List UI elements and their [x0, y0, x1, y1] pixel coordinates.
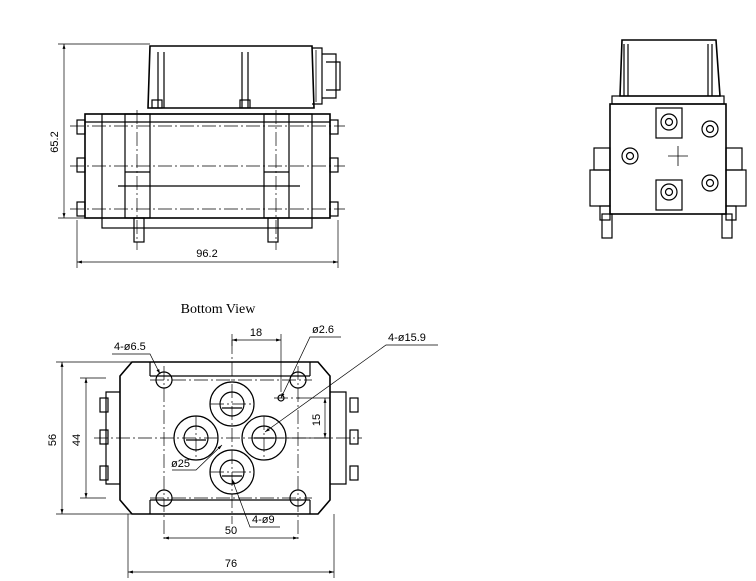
dim-76-label: 76: [225, 558, 237, 570]
dim-holes-9-label: 4-ø9: [252, 514, 275, 526]
dim-holes-65-label: 4-ø6.5: [114, 341, 146, 353]
front-width-label: 96.2: [196, 248, 217, 260]
dim-holes-159-label: 4-ø15.9: [388, 332, 426, 344]
front-height-label: 65.2: [49, 131, 61, 152]
dim-18-label: 18: [250, 327, 262, 339]
dim-56-label: 56: [47, 434, 59, 446]
side-view: [589, 39, 747, 239]
front-view: 65.2 96.2: [49, 43, 345, 268]
dim-phi25-label: ø25: [171, 458, 190, 470]
dim-44-label: 44: [71, 434, 83, 446]
dim-15-label: 15: [311, 414, 323, 426]
dim-phi26-label: ø2.6: [312, 324, 334, 336]
bottom-view: Bottom View: [47, 302, 438, 578]
dim-50-label: 50: [225, 525, 237, 537]
bottom-view-title: Bottom View: [181, 302, 257, 317]
